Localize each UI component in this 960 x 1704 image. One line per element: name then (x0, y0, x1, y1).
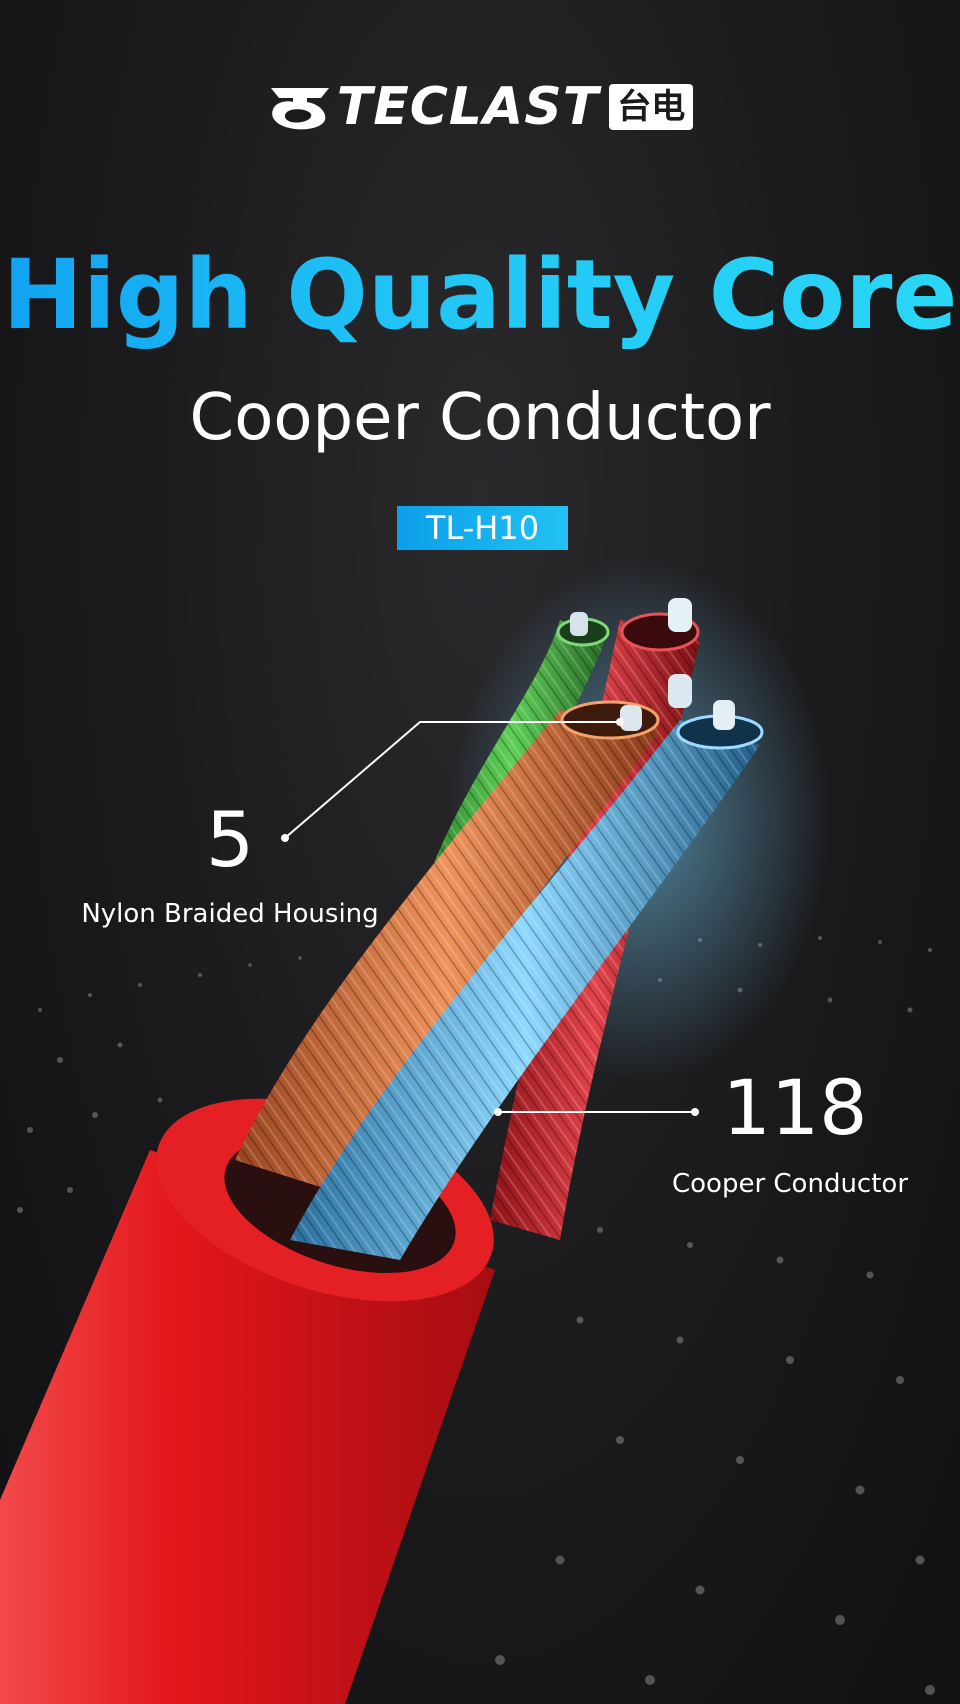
headline: High Quality Core (0, 240, 960, 350)
stat-conductor-value: 118 (722, 1063, 868, 1152)
subheadline: Cooper Conductor (189, 381, 771, 455)
callout-dot-housing-end (616, 718, 624, 726)
callout-dot-housing (281, 834, 289, 842)
brand-name: TECLAST (336, 77, 600, 137)
callout-lines (284, 721, 695, 1113)
callout-line-housing (284, 721, 620, 839)
teclast-logo-icon (270, 88, 329, 130)
callout-dot-conductor-end (691, 1108, 699, 1116)
wire-bundles (235, 598, 764, 1260)
particle-floor (17, 928, 935, 1695)
callout-dot-conductor (494, 1108, 502, 1116)
brand-chinese-name: 台电 (609, 84, 694, 130)
stat-conductor-label: Cooper Conductor (671, 1169, 909, 1199)
brand-header: TECLAST 台电 (0, 77, 960, 137)
model-badge: TL-H10 (397, 506, 568, 550)
stat-housing-value: 5 (205, 795, 255, 884)
stat-housing-label: Nylon Braided Housing (81, 899, 379, 929)
